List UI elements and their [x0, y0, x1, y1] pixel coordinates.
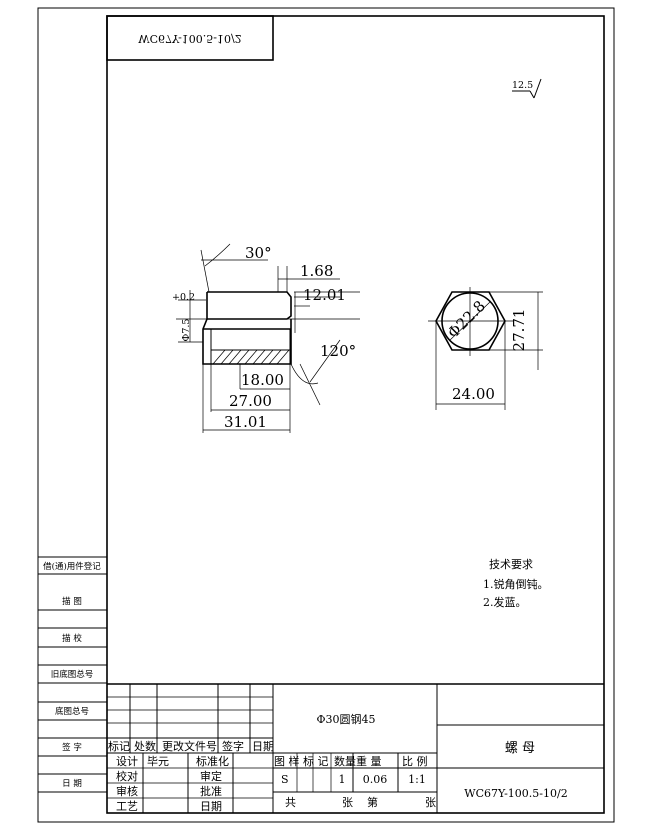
info-header-weight: 重 量: [356, 754, 382, 768]
approval-verify: 审定: [200, 769, 222, 783]
dim-18: 18.00: [241, 371, 284, 389]
strip-label-4: 旧底图总号: [51, 669, 94, 680]
info-scale: 1:1: [408, 773, 426, 786]
dim-tolerance: +0.2: [172, 292, 195, 303]
rev-header-3: 更改文件号: [162, 739, 217, 753]
part-code: WC67Y-100.5-10/2: [464, 787, 567, 800]
rev-header-5: 日期: [252, 740, 274, 753]
strip-label-6: 签 字: [62, 742, 82, 753]
rev-header-1: 标记: [108, 739, 130, 753]
left-strip: 借(通)用件登记 描 图 描 校 旧底图总号 底图总号 签 字 日 期: [38, 556, 107, 793]
code-stamp-text: WC67Y-100.5-10/2: [138, 32, 241, 45]
inner-frame: [106, 15, 605, 814]
dim-hex-width: 24.00: [452, 385, 495, 403]
info-weight: 0.06: [363, 773, 388, 786]
tech-title: 技术要求: [489, 558, 533, 571]
dim-27: 27.00: [229, 392, 272, 410]
dim-hex-circle: Φ22.8: [444, 297, 489, 342]
material: Φ30圆钢45: [316, 713, 375, 726]
approval-approve: 批准: [200, 784, 222, 798]
dim-angle-30: 30°: [245, 244, 272, 262]
approval-process: 工艺: [116, 800, 138, 813]
tech-item-1: 1.锐角倒钝。: [483, 577, 549, 591]
rev-header-4: 签字: [222, 739, 244, 753]
roughness-symbol: 12.5: [512, 78, 542, 99]
approval-check: 校对: [116, 769, 138, 783]
tech-item-2: 2.发蓝。: [483, 595, 527, 609]
strip-label-1: 借(通)用件登记: [43, 561, 101, 572]
tech-requirements: 技术要求 1.锐角倒钝。 2.发蓝。: [483, 558, 549, 609]
sheet-total-label: 共: [285, 796, 296, 809]
code-stamp-box: [106, 15, 274, 61]
strip-label-2: 描 图: [62, 596, 82, 607]
approval-design: 设计: [116, 755, 138, 768]
dim-31-01: 31.01: [224, 413, 267, 431]
code-stamp: WC67Y-100.5-10/2: [138, 32, 241, 45]
sheet-unit-1: 张: [342, 796, 353, 809]
sheet-current-label: 第: [367, 795, 378, 809]
dim-bore: Φ7.5: [181, 319, 192, 342]
info-header-qty: 数量: [334, 755, 356, 768]
part-name: 螺 母: [505, 741, 535, 756]
rev-header-2: 处数: [134, 740, 156, 753]
info-header-scale: 比 例: [402, 754, 428, 768]
approval-review: 审核: [116, 784, 138, 798]
info-header-mark: 图 样 标 记: [274, 754, 329, 768]
info-qty: 1: [339, 773, 346, 786]
dim-12-01: 12.01: [303, 286, 346, 304]
roughness-value: 12.5: [512, 80, 533, 91]
side-view: [176, 243, 360, 433]
sheet-unit-2: 张: [425, 796, 436, 809]
strip-label-7: 日 期: [62, 779, 82, 789]
info-mark: S: [281, 773, 289, 786]
hex-view: [428, 287, 543, 410]
dim-hex-flats: 27.71: [510, 309, 528, 352]
dim-angle-120: 120°: [320, 342, 356, 360]
strip-label-5: 底图总号: [55, 706, 89, 717]
approval-standard: 标准化: [196, 754, 229, 768]
approval-date: 日期: [200, 800, 222, 813]
title-block: [107, 683, 604, 813]
strip-label-3: 描 校: [62, 633, 82, 644]
dim-1-68: 1.68: [300, 262, 333, 280]
approval-designer: 毕元: [147, 755, 169, 768]
outer-frame: [37, 7, 615, 823]
